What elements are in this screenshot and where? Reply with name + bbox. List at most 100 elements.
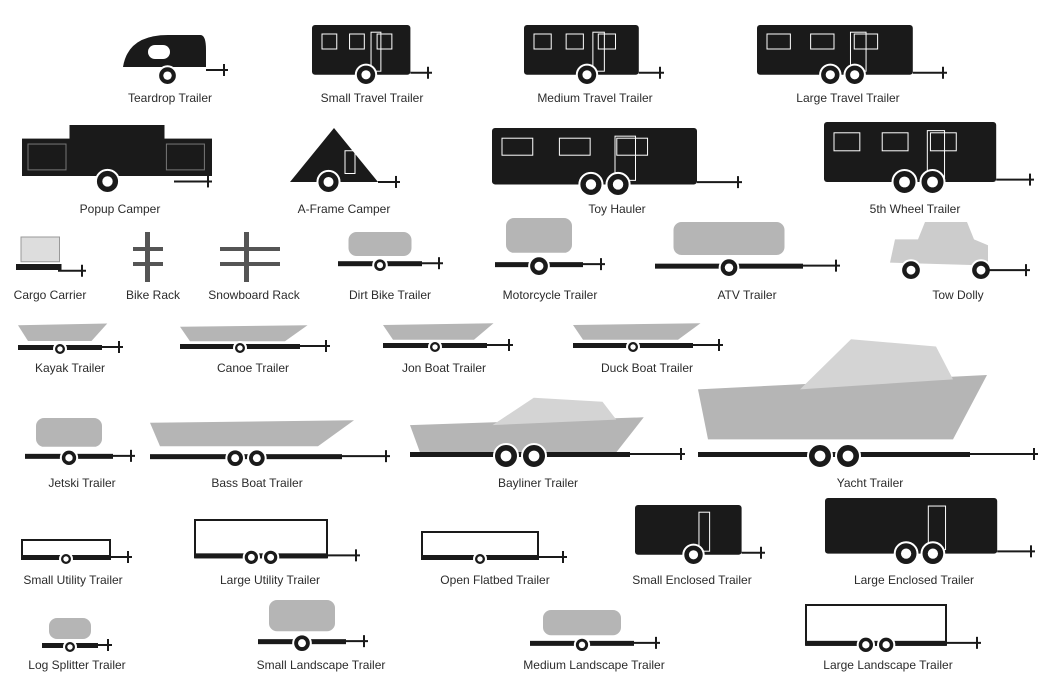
snowboard-rack-illustration <box>220 232 280 282</box>
toy-hauler-illustration <box>492 128 742 197</box>
trailer-frame <box>806 640 946 646</box>
trailer-label: Cargo Carrier <box>13 288 87 302</box>
boat-hull <box>410 417 644 453</box>
trailer-label: Yacht Trailer <box>836 476 904 490</box>
cargo-load <box>49 618 91 639</box>
boat-hull <box>573 323 701 340</box>
small-enclosed-trailer-illustration <box>635 505 765 566</box>
boat-hull <box>698 375 987 440</box>
cargo-load <box>348 232 412 256</box>
trailer-body <box>524 25 639 75</box>
teardrop-trailer-illustration <box>123 35 228 87</box>
boat-hull <box>180 325 308 342</box>
trailer-label: Motorcycle Trailer <box>502 288 598 302</box>
trailer-label: Open Flatbed Trailer <box>440 573 550 587</box>
trailer-label: Bayliner Trailer <box>497 476 579 490</box>
boat-hull <box>150 420 354 447</box>
trailer-label: Large Utility Trailer <box>219 573 321 587</box>
window <box>881 132 909 152</box>
window <box>349 33 365 50</box>
trailer-label: Small Travel Trailer <box>320 91 424 105</box>
cargo-load <box>506 218 572 253</box>
trailer-label: Medium Travel Trailer <box>537 91 653 105</box>
motorcycle-trailer-illustration <box>495 218 605 277</box>
trailer-body <box>757 25 913 75</box>
trailer-label: Large Enclosed Trailer <box>853 573 975 587</box>
trailer-label: 5th Wheel Trailer <box>869 202 961 216</box>
trailer-body <box>290 128 378 182</box>
popup-camper-illustration <box>22 125 212 194</box>
trailer-label: Medium Landscape Trailer <box>523 658 665 672</box>
large-travel-trailer-illustration <box>757 25 947 86</box>
boat-hull <box>383 323 494 340</box>
trailer-label: Log Splitter Trailer <box>28 658 126 672</box>
door <box>592 31 605 72</box>
trailer-label: Jon Boat Trailer <box>401 361 487 375</box>
cargo-box <box>20 236 60 263</box>
trailer-label: Bass Boat Trailer <box>211 476 303 490</box>
trailer-label: Jetski Trailer <box>48 476 116 490</box>
trailer-label: Dirt Bike Trailer <box>348 288 432 302</box>
window <box>766 33 791 50</box>
window <box>558 137 591 156</box>
kayak-trailer-illustration <box>18 323 123 356</box>
trailer-label: ATV Trailer <box>717 288 777 302</box>
trailer-body <box>824 122 997 182</box>
jetski-trailer-illustration <box>25 418 135 467</box>
a-frame-camper-illustration <box>290 128 400 195</box>
bike-rack-illustration <box>133 232 163 282</box>
trailer-label: Canoe Trailer <box>216 361 290 375</box>
trailer-label: Toy Hauler <box>588 202 646 216</box>
window <box>810 33 835 50</box>
window <box>565 33 584 50</box>
trailer-label: A-Frame Camper <box>297 202 391 216</box>
trailer-label: Tow Dolly <box>932 288 984 302</box>
window <box>501 137 534 156</box>
boat-hull <box>18 323 108 341</box>
cargo-load <box>673 222 785 255</box>
large-utility-trailer-illustration <box>194 519 360 566</box>
atv-trailer-illustration <box>655 222 840 279</box>
5th-wheel-trailer-illustration <box>824 122 1034 195</box>
trailer-body <box>825 498 998 554</box>
trailer-label: Teardrop Trailer <box>127 91 213 105</box>
trailer-frame <box>150 454 342 460</box>
trailer-frame <box>195 553 327 559</box>
trailer-label: Bike Rack <box>125 288 181 302</box>
trailer-body <box>492 128 697 185</box>
small-landscape-trailer-illustration <box>258 600 368 653</box>
window <box>616 137 649 156</box>
large-landscape-trailer-illustration <box>805 604 981 654</box>
duck-boat-trailer-illustration <box>573 323 723 354</box>
window <box>376 33 393 50</box>
dirt-bike-trailer-illustration <box>338 232 443 274</box>
small-travel-trailer-illustration <box>312 25 432 86</box>
window <box>321 33 338 50</box>
cargo-carrier-illustration <box>16 236 86 277</box>
log-splitter-trailer-illustration <box>42 618 112 654</box>
trailer-frame <box>410 452 630 457</box>
trailer-label: Snowboard Rack <box>208 288 300 302</box>
medium-travel-trailer-illustration <box>524 25 664 86</box>
window <box>533 33 552 50</box>
open-flatbed-trailer-illustration <box>421 531 567 566</box>
cargo-load <box>36 418 102 447</box>
cargo-load <box>269 600 335 632</box>
trailer-label: Popup Camper <box>79 202 161 216</box>
window <box>929 132 957 152</box>
window <box>597 33 617 50</box>
rack-post <box>244 232 249 282</box>
tow-dolly-illustration <box>890 222 1030 281</box>
car-silhouette <box>890 222 988 266</box>
jon-boat-trailer-illustration <box>383 323 513 354</box>
trailer-body <box>635 505 742 555</box>
trailer-label: Kayak Trailer <box>34 361 106 375</box>
trailer-label: Small Enclosed Trailer <box>632 573 752 587</box>
trailer-label: Duck Boat Trailer <box>600 361 694 375</box>
trailer-label: Small Landscape Trailer <box>256 658 386 672</box>
bayliner-trailer-illustration <box>410 397 685 469</box>
door <box>698 511 711 552</box>
trailer-label: Large Landscape Trailer <box>823 658 953 672</box>
cargo-load <box>543 610 621 636</box>
canoe-trailer-illustration <box>180 325 330 355</box>
